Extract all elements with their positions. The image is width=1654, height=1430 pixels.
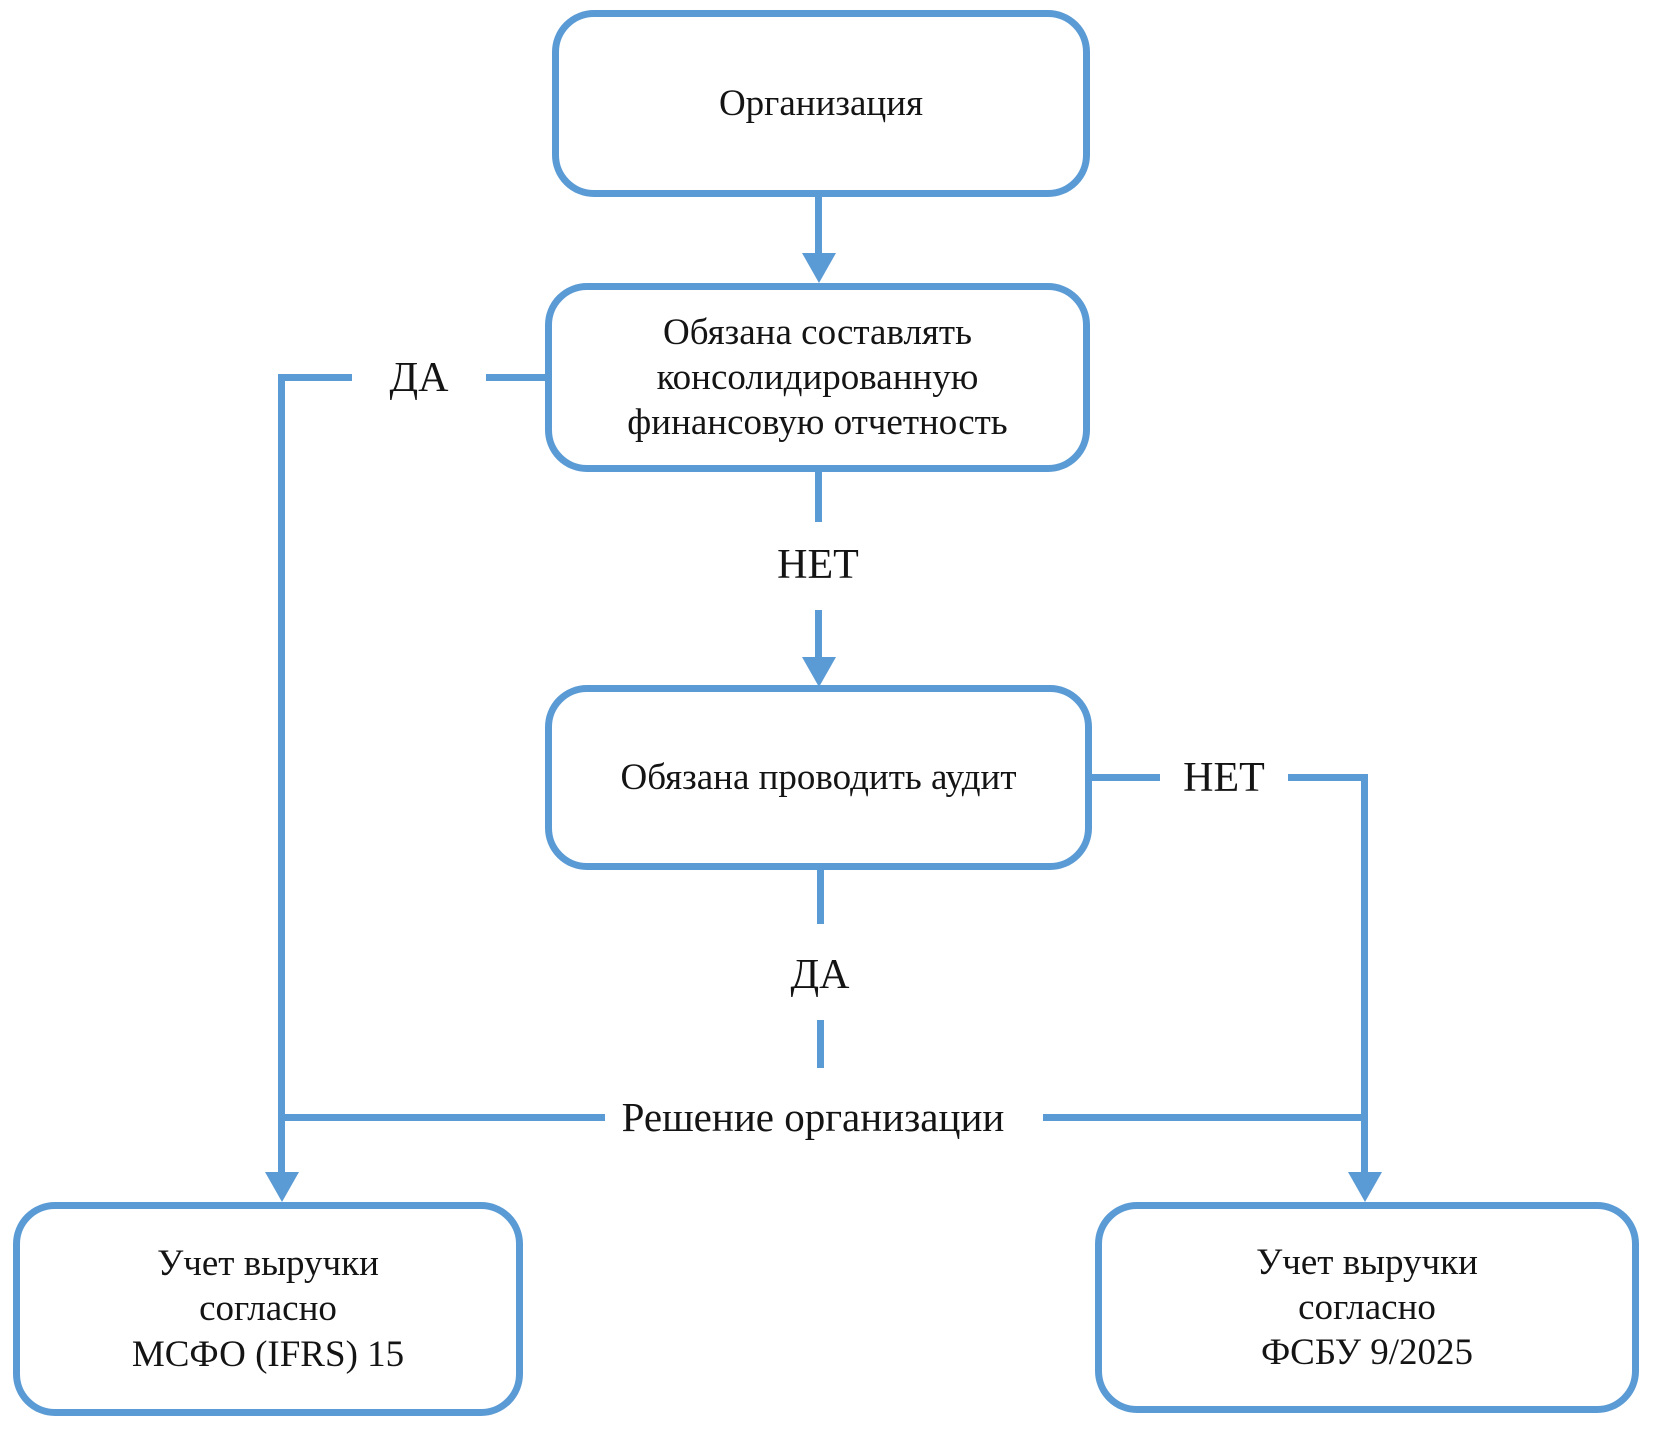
connector-yes-down-stub-1 (817, 870, 824, 924)
edge-label-yes-left: ДА (389, 355, 449, 401)
node-fsbu9-line-2: согласно (1298, 1286, 1436, 1328)
connector-left-vertical-line (278, 374, 285, 1174)
node-fsbu9-line-3: ФСБУ 9/2025 (1260, 1332, 1474, 1374)
edge-label-yes-down: ДА (790, 952, 850, 998)
arrow-down-icon (802, 657, 836, 687)
arrow-down-icon (802, 253, 836, 283)
node-consolidated-line-3: финансовую отчетность (627, 402, 1008, 444)
connector-no-down-stub (815, 472, 822, 522)
node-audit-label: Обязана проводить аудит (620, 756, 1017, 798)
node-ifrs15-line-3: МСФО (IFRS) 15 (131, 1333, 405, 1375)
node-ifrs15: Учет выручки согласно МСФО (IFRS) 15 (13, 1202, 523, 1416)
connector-no-right-segment-a (1092, 774, 1160, 781)
decision-label: Решение организации (621, 1094, 1005, 1140)
connector-yes-left-segment-a (278, 374, 352, 381)
connector-org-to-consolidated-line (815, 197, 822, 253)
connector-no-right-segment-b (1288, 774, 1368, 781)
arrow-down-icon (1348, 1172, 1382, 1202)
node-ifrs15-line-2: согласно (199, 1288, 337, 1330)
node-organization: Организация (552, 10, 1090, 197)
node-audit: Обязана проводить аудит (545, 685, 1092, 870)
node-consolidated-line-2: консолидированную (656, 356, 979, 398)
edge-label-no-down: НЕТ (777, 542, 859, 588)
node-fsbu9-line-1: Учет выручки (1256, 1241, 1478, 1283)
connector-decision-left-line (278, 1114, 605, 1121)
node-fsbu9: Учет выручки согласно ФСБУ 9/2025 (1095, 1202, 1639, 1413)
connector-yes-down-stub-2 (817, 1020, 824, 1068)
arrow-down-icon (265, 1172, 299, 1202)
connector-yes-left-segment-b (486, 374, 552, 381)
connector-no-down-line (815, 610, 822, 657)
edge-label-no-right: НЕТ (1183, 755, 1265, 801)
connector-decision-right-line (1043, 1114, 1368, 1121)
node-organization-label: Организация (718, 82, 924, 124)
node-ifrs15-line-1: Учет выручки (157, 1243, 379, 1285)
node-consolidated-line-1: Обязана составлять (663, 311, 972, 353)
node-consolidated-reporting: Обязана составлять консолидированную фин… (545, 283, 1090, 472)
connector-right-vertical-line (1361, 774, 1368, 1174)
